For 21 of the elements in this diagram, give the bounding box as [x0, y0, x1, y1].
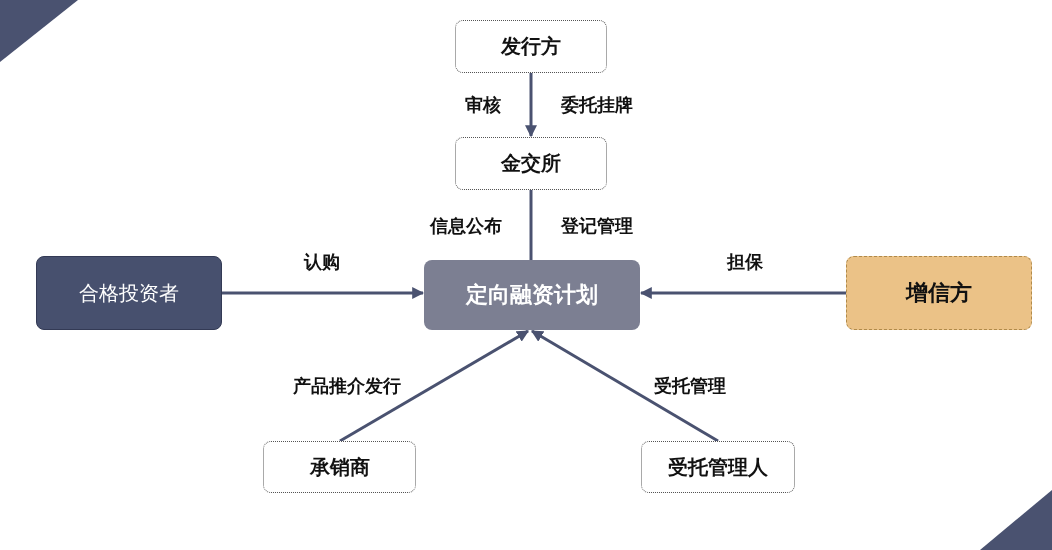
dotted-box: 受托管理人: [641, 441, 795, 493]
dotted-box: 发行方: [455, 20, 607, 73]
dotted-box: 金交所: [455, 137, 607, 190]
edge-label: 担保: [725, 250, 765, 274]
edge-label: 审核: [463, 93, 503, 117]
edge-label: 信息公布: [428, 214, 504, 238]
arrow: [530, 329, 719, 443]
process-box: 增信方: [846, 256, 1032, 330]
arrow: [222, 287, 425, 299]
center-box: 定向融资计划: [424, 260, 640, 330]
arrow: [639, 287, 846, 299]
flow-note: 委托挂牌: [559, 93, 635, 117]
dotted-box: 承销商: [263, 441, 416, 493]
edge-label: 受托管理: [652, 374, 728, 398]
arrow: [339, 329, 530, 443]
edge-label: 产品推介发行: [291, 374, 403, 398]
edge-label: 认购: [302, 250, 342, 274]
process-box: 合格投资者: [36, 256, 222, 330]
flow-note: 登记管理: [559, 214, 635, 238]
connector-line: [529, 190, 533, 260]
arrow: [525, 73, 537, 138]
